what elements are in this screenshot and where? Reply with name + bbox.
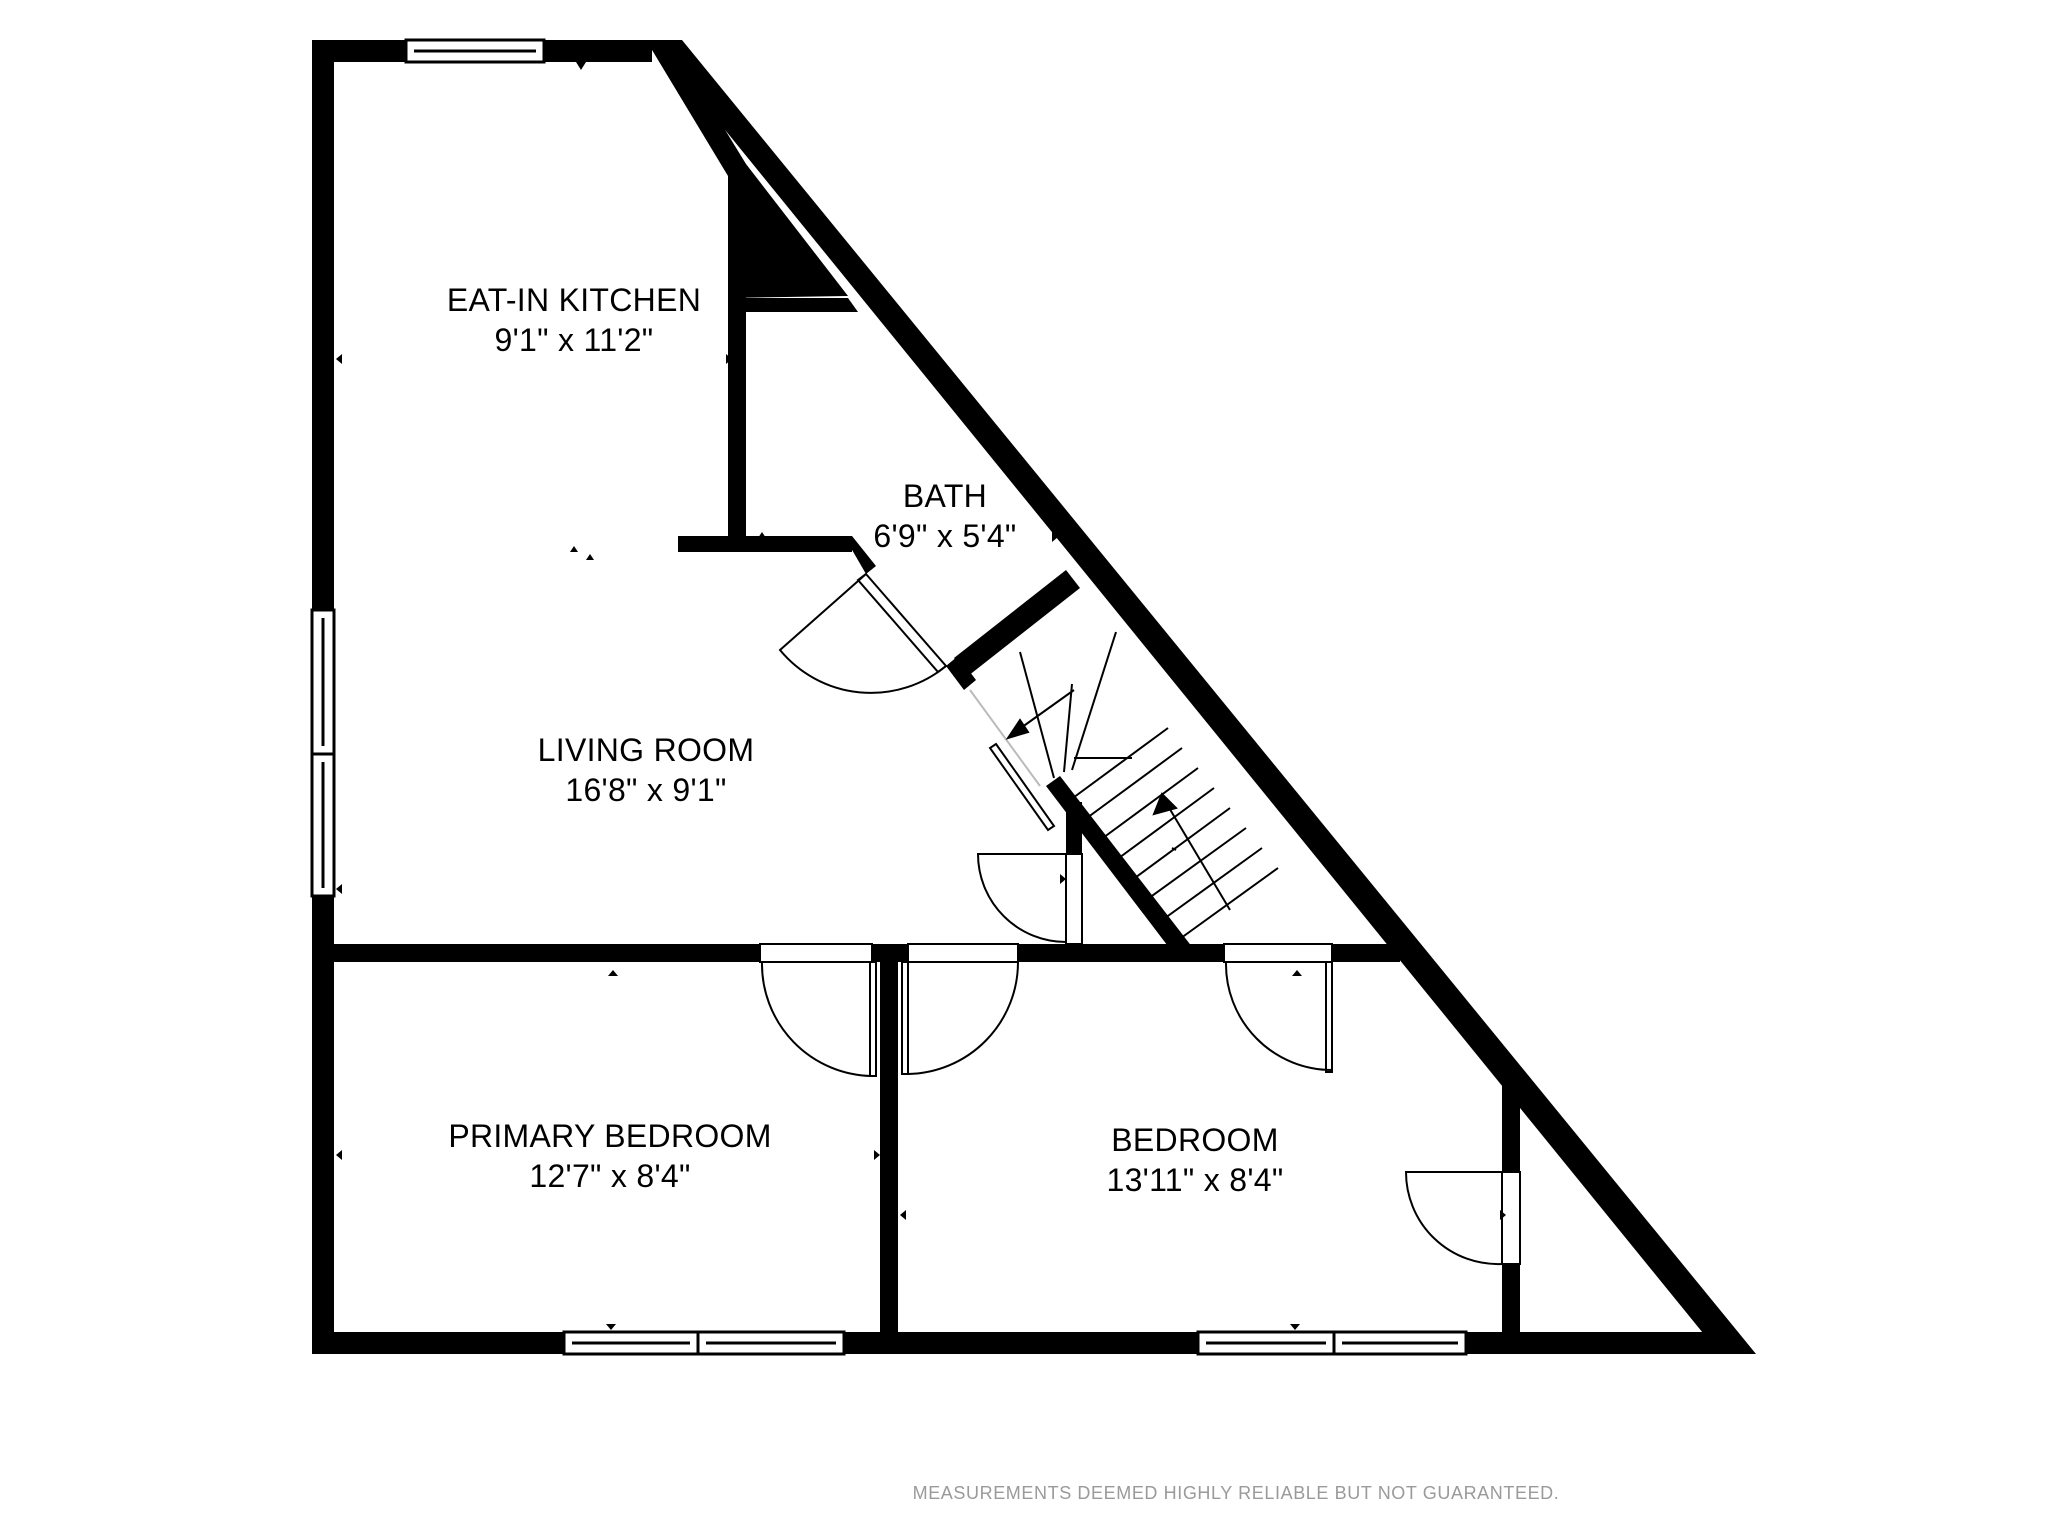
stair-top-wall xyxy=(954,570,1080,676)
stairs xyxy=(1005,631,1279,947)
stair-tread xyxy=(1071,631,1117,771)
marker-icon xyxy=(758,306,766,312)
primary-bedroom-door xyxy=(759,943,877,1077)
primary-bedroom-name: PRIMARY BEDROOM xyxy=(448,1118,771,1154)
bedroom-dimensions: 13'11" x 8'4" xyxy=(1106,1162,1283,1198)
bedroom-closet-door xyxy=(1404,1171,1521,1266)
marker-icon xyxy=(570,546,578,552)
marker-icon xyxy=(1060,874,1066,884)
middle-wall-left xyxy=(312,944,760,962)
marker-icon xyxy=(758,532,766,538)
stair-tread xyxy=(1061,727,1169,807)
window-left-upper xyxy=(310,608,336,756)
stair-tread xyxy=(1019,651,1055,779)
room-labels: EAT-IN KITCHEN 9'1" x 11'2" BATH 6'9" x … xyxy=(447,282,1283,1198)
window-bedroom-left xyxy=(1196,1330,1336,1356)
marker-icon xyxy=(336,1150,342,1160)
bedroom-door-left xyxy=(901,943,1019,1075)
window-top xyxy=(404,38,546,64)
windows xyxy=(310,38,1468,1356)
primary-bedroom-dimensions: 12'7" x 8'4" xyxy=(529,1158,690,1194)
stair-tread xyxy=(1153,847,1263,927)
stair-arrow-up-icon xyxy=(1152,792,1178,816)
measurement-markers xyxy=(336,62,1506,1330)
stair-tread xyxy=(1091,767,1199,847)
window-bedroom-right xyxy=(1332,1330,1468,1356)
marker-icon xyxy=(606,1324,616,1330)
window-left-lower xyxy=(310,752,336,898)
marker-icon xyxy=(586,554,594,560)
bath-bottom-wall xyxy=(678,536,852,552)
stair-arrow-up-line xyxy=(1167,805,1231,911)
middle-wall-right xyxy=(1332,944,1400,962)
marker-icon xyxy=(336,354,342,364)
bedroom-name: BEDROOM xyxy=(1111,1122,1278,1158)
bedroom-divider-wall xyxy=(880,944,898,1354)
stair-tread xyxy=(1169,867,1279,947)
marker-icon xyxy=(336,884,342,894)
marker-icon xyxy=(1290,1324,1300,1330)
chase-fill xyxy=(728,150,848,298)
stair-arrow-down-line xyxy=(1017,689,1075,731)
bedroom-door-right xyxy=(1223,943,1333,1073)
closet-wall-lower xyxy=(1502,1264,1520,1354)
stair-tread xyxy=(1063,683,1073,773)
living-room-name: LIVING ROOM xyxy=(538,732,755,768)
window-primary-left xyxy=(562,1330,700,1356)
marker-icon xyxy=(1052,532,1058,542)
stair-arrow-up-line xyxy=(1171,847,1177,851)
stair-left-wall xyxy=(1046,776,1196,962)
disclaimer: MEASUREMENTS DEEMED HIGHLY RELIABLE BUT … xyxy=(913,1483,1560,1503)
marker-icon xyxy=(874,1150,880,1160)
kitchen-dimensions: 9'1" x 11'2" xyxy=(495,322,654,358)
bath-door xyxy=(778,572,948,694)
marker-icon xyxy=(726,354,732,364)
bath-top-wall xyxy=(746,298,858,312)
stair-door xyxy=(969,689,1056,832)
stair-tread xyxy=(1123,807,1231,887)
stair-tread xyxy=(1107,787,1215,867)
stair-tread xyxy=(1137,827,1247,907)
bath-dimensions: 6'9" x 5'4" xyxy=(873,518,1016,554)
living-closet-door xyxy=(976,853,1083,945)
bath-door-jamb xyxy=(844,536,876,574)
marker-icon xyxy=(1500,1210,1506,1220)
exterior-walls xyxy=(312,40,1756,1354)
stair-arrow-down-icon xyxy=(1005,718,1030,740)
diagonal-wall xyxy=(652,40,1756,1354)
marker-icon xyxy=(608,970,618,976)
middle-wall-mid xyxy=(1018,944,1224,962)
window-primary-right xyxy=(696,1330,846,1356)
marker-icon xyxy=(592,944,602,950)
marker-icon xyxy=(900,1210,906,1220)
closet-wall-upper xyxy=(1502,1086,1520,1172)
bath-name: BATH xyxy=(903,478,987,514)
kitchen-corner-wall xyxy=(646,40,746,176)
bath-door-jamb-low xyxy=(946,656,976,690)
marker-icon xyxy=(576,62,586,70)
kitchen-name: EAT-IN KITCHEN xyxy=(447,282,701,318)
doors xyxy=(759,572,1521,1266)
stair-tread xyxy=(1075,747,1183,827)
living-room-dimensions: 16'8" x 9'1" xyxy=(565,772,726,808)
marker-icon xyxy=(1292,970,1302,976)
